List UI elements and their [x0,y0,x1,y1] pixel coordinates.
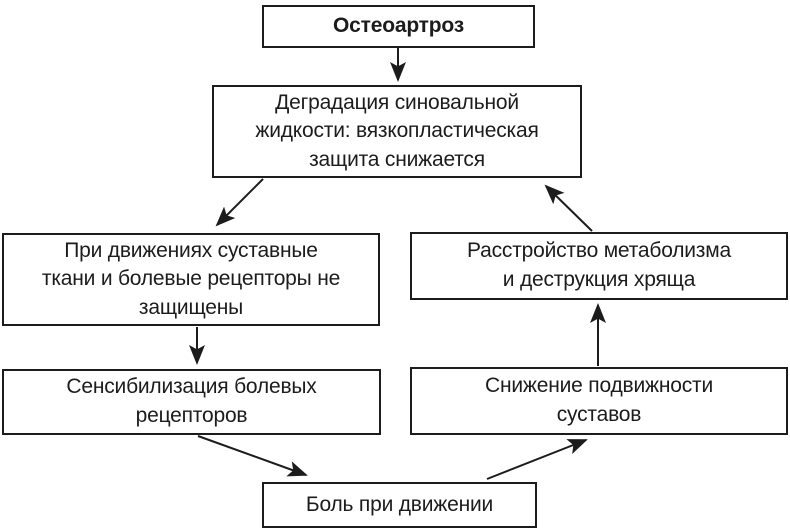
node-reduced-joint-mobility: Снижение подвижности суставов [410,367,788,435]
node-pain-receptor-sensitization: Сенсибилизация болевых рецепторов [2,369,381,435]
arrow-sensitization-to-pain [197,435,308,477]
node-tissues-receptors-unprotected: При движениях суставные ткани и болевые … [2,233,380,326]
arrow-pain-to-mobility [486,439,588,480]
node-pain-on-movement: Боль при движении [262,482,537,528]
arrow-degradation-to-unprotected [215,178,264,227]
node-synovial-fluid-degradation: Деградация синовальной жидкости: вязкопл… [212,85,582,178]
node-metabolism-disorder: Расстройство метаболизма и деструкция хр… [410,232,788,300]
node-osteoarthrosis: Остеоартроз [262,5,535,48]
arrow-metabolism-to-degradation [544,184,593,232]
